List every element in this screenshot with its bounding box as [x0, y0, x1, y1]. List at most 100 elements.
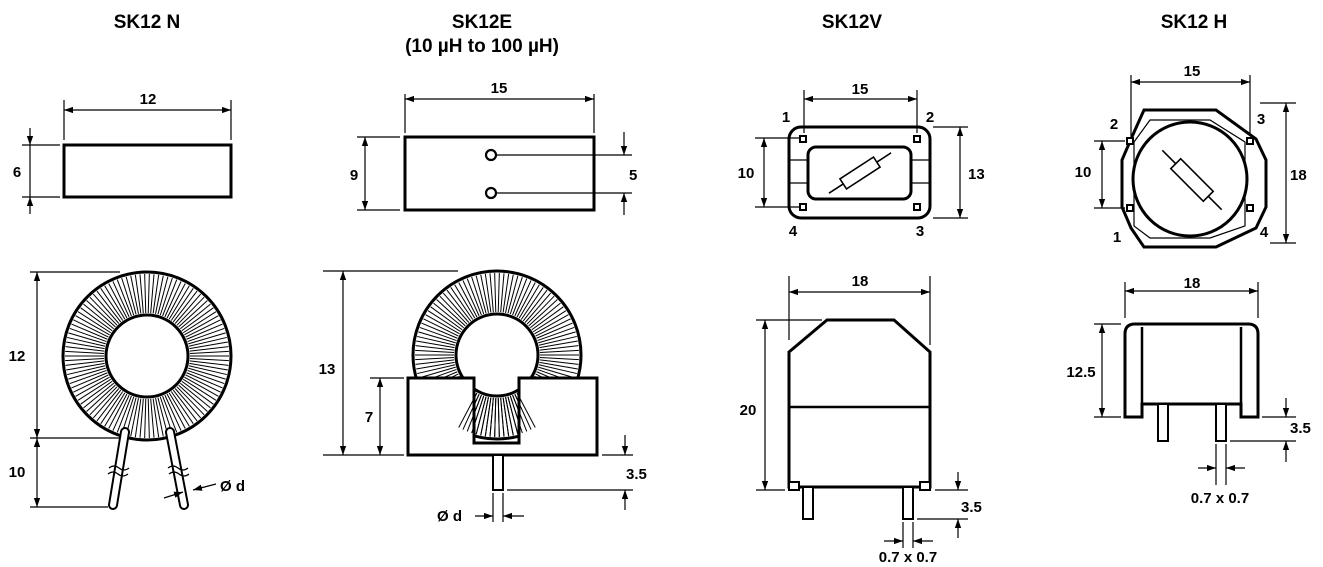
winding-turn [500, 397, 505, 437]
pin-size-label: 0.7 x 0.7 [879, 549, 937, 566]
winding-turn [489, 397, 494, 437]
winding-turn [538, 331, 576, 344]
winding-turn [514, 280, 532, 317]
winding-turn [164, 394, 182, 431]
winding-turn [480, 274, 489, 313]
pin-marker [1246, 204, 1254, 212]
winding-turn [186, 323, 223, 340]
winding-turn [507, 396, 519, 435]
winding-turn [188, 332, 226, 345]
winding-turn [497, 273, 500, 313]
winding-turn [108, 283, 128, 319]
winding-turn [144, 398, 147, 438]
inner-height-label: 10 [738, 165, 755, 182]
winding-turn [162, 395, 178, 433]
winding-turn [526, 295, 555, 325]
winding-turn [494, 397, 497, 437]
pin-label: 4 [1260, 224, 1269, 241]
winding-turn [130, 275, 139, 314]
pin-marker [913, 203, 921, 211]
winding-turn [65, 357, 105, 362]
winding-turn [179, 382, 211, 409]
pin-marker [799, 135, 807, 143]
winding-turn [494, 273, 497, 313]
winding-turn [418, 366, 456, 379]
pin-label: 2 [1110, 116, 1118, 133]
winding-turn [65, 346, 105, 352]
winding-turn [522, 289, 548, 322]
part-subtitle: (10 µH to 100 µH) [405, 36, 559, 57]
pin-size-label: 0.7 x 0.7 [1191, 490, 1249, 507]
winding-turn [68, 332, 106, 345]
winding-turn [529, 302, 561, 329]
part-title: SK12E [452, 12, 512, 33]
winding-turn [531, 306, 564, 331]
width-dimension-label: 18 [852, 273, 869, 290]
height-dimension-label: 18 [1290, 167, 1307, 184]
winding-turn [116, 279, 132, 317]
winding-turn [436, 299, 466, 327]
winding-turn [164, 281, 182, 318]
pin-label: 1 [782, 109, 790, 126]
winding-turn [184, 315, 219, 336]
winding-turn [157, 276, 169, 315]
winding-turn [514, 393, 532, 430]
part-sk12v: SK12V 1 2 3 4 15 [738, 12, 985, 566]
winding-turn [125, 276, 137, 315]
winding-turn [475, 396, 487, 435]
winding-turn [415, 345, 455, 351]
winding-turn [134, 398, 142, 438]
winding-turn [458, 392, 478, 428]
winding-turn [155, 398, 164, 437]
winding-turn [536, 322, 573, 339]
part-title: SK12 H [1161, 12, 1228, 33]
winding-turn [121, 277, 135, 316]
component-body [403, 135, 596, 212]
pin-spacing-label: 5 [629, 167, 637, 184]
lead-diameter-label: Ø d [220, 478, 245, 495]
winding-turn [80, 307, 113, 332]
sk12h-side-view: 18 12.5 3.5 0.7 x 0.7 [1066, 275, 1310, 507]
winding-turn [77, 378, 112, 401]
winding-turn [427, 310, 462, 333]
winding-turn [100, 288, 124, 321]
winding-turn [92, 293, 120, 324]
winding-turn [147, 398, 150, 438]
winding-turn [189, 341, 228, 350]
lead-pin [902, 486, 914, 520]
winding-turn [475, 275, 487, 314]
winding-turn [130, 398, 139, 437]
winding-turn [454, 284, 476, 319]
winding-turn [108, 393, 128, 429]
winding-turn [509, 395, 523, 434]
winding-turn [539, 361, 578, 370]
winding-turn [425, 314, 460, 335]
height-dimension-label: 20 [740, 402, 757, 419]
winding-turn [466, 394, 482, 432]
winding-turn [96, 389, 122, 422]
lead-length-label: 3.5 [626, 466, 647, 483]
pin-label: 3 [1257, 111, 1265, 128]
winding-turn [489, 273, 494, 313]
winding-turn [166, 283, 186, 319]
winding-turn [418, 331, 456, 344]
pin-label: 1 [1113, 229, 1121, 246]
winding-turn [67, 365, 106, 376]
part-title: SK12 N [114, 12, 181, 33]
winding-turn [116, 395, 132, 433]
part-title: SK12V [822, 12, 883, 33]
winding-turn [66, 341, 105, 350]
base-height-label: 7 [365, 409, 373, 426]
toroid-winding [65, 274, 229, 438]
winding-turn [176, 296, 205, 326]
winding-turn [502, 273, 510, 313]
part-sk12e: SK12E (10 µH to 100 µH) 15 9 5 [319, 12, 647, 525]
winding-turn [433, 302, 465, 329]
winding-turn [539, 340, 578, 349]
winding-turn [168, 392, 190, 427]
winding-turn [430, 306, 463, 331]
winding-turn [96, 290, 122, 323]
resistor-symbol [828, 152, 892, 194]
winding-turn [532, 310, 567, 333]
height-dimension-label: 13 [319, 361, 336, 378]
